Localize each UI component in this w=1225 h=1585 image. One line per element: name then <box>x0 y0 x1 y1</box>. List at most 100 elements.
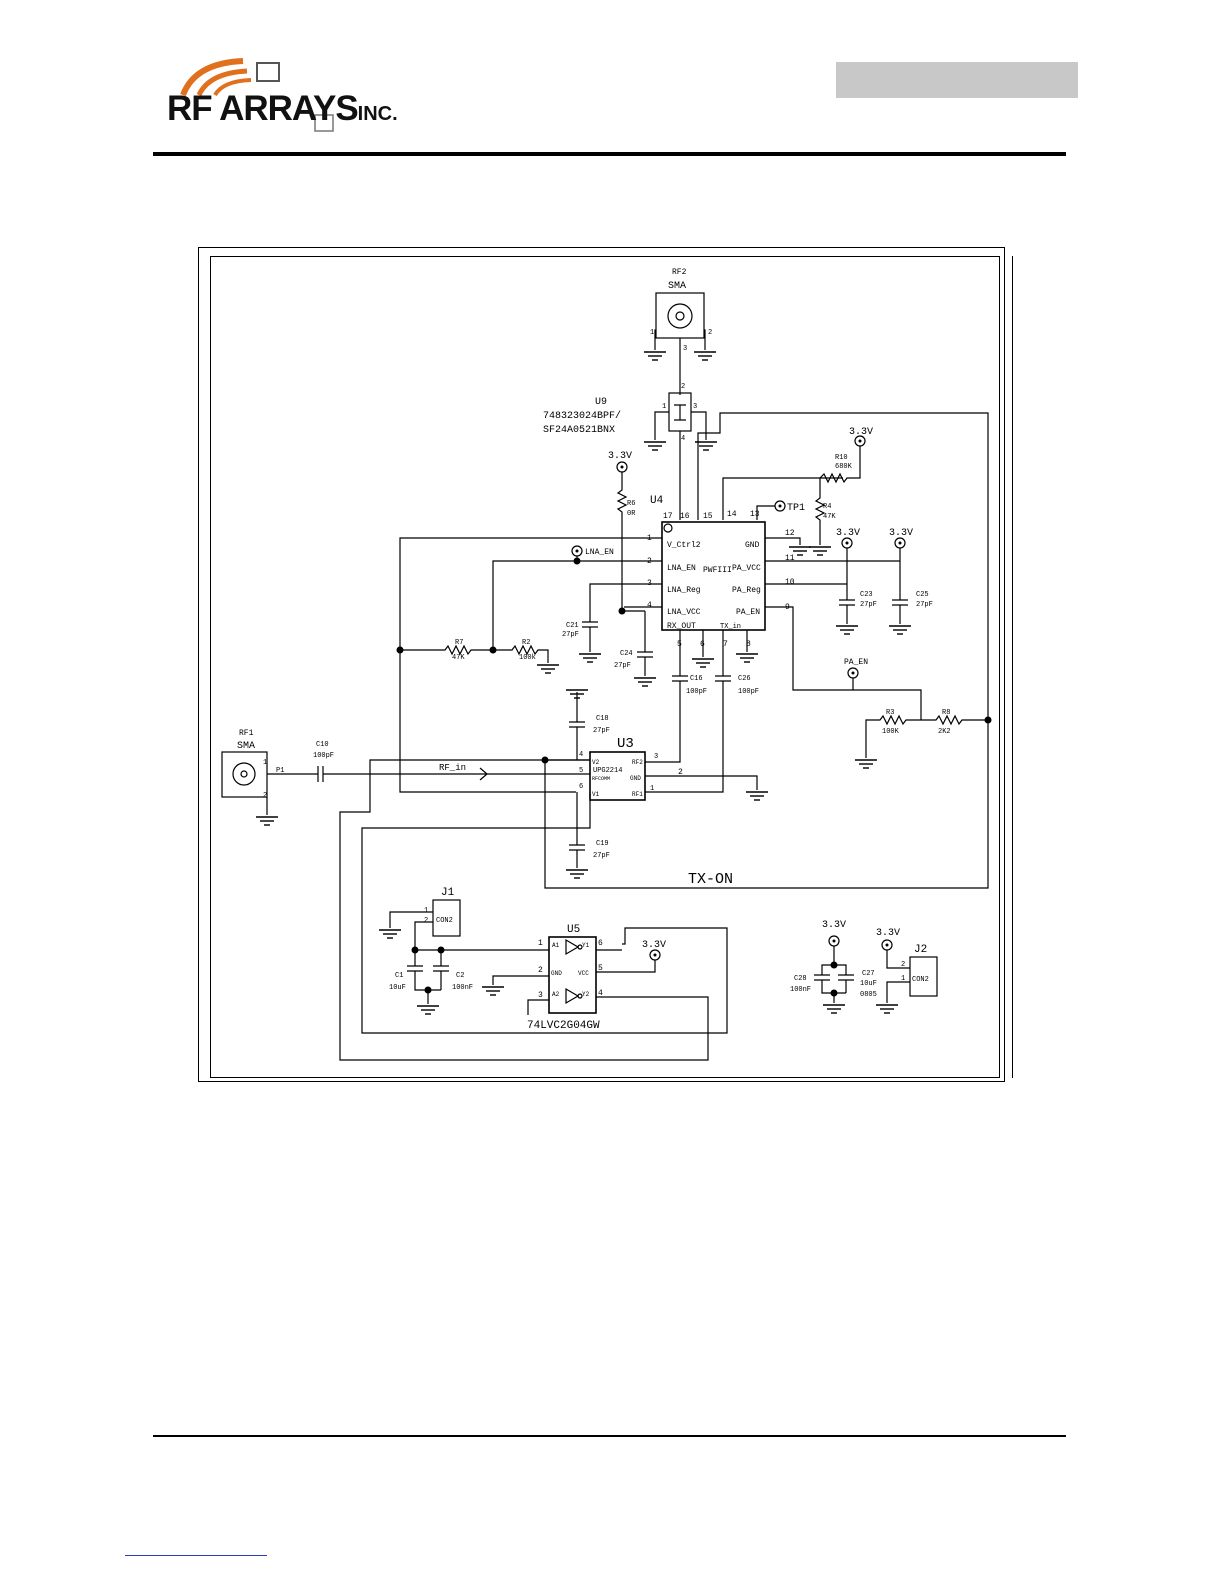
c24-capacitor: C24 27pF <box>614 611 657 687</box>
svg-text:SF24A0521BNX: SF24A0521BNX <box>543 425 615 436</box>
c1-capacitor: C1 10uF <box>389 950 441 992</box>
svg-text:C28: C28 <box>794 975 807 983</box>
svg-text:13: 13 <box>750 510 760 519</box>
r4-resistor: R4 47K <box>808 478 836 556</box>
svg-text:R10: R10 <box>835 454 848 462</box>
c19-capacitor: C19 27pF <box>565 792 610 879</box>
c16-capacitor: C16 100pF <box>645 630 707 763</box>
svg-text:2: 2 <box>901 961 905 969</box>
svg-text:4: 4 <box>681 435 685 443</box>
svg-text:R4: R4 <box>823 503 831 511</box>
c28-capacitor: C28 100nF <box>790 975 811 994</box>
company-logo: RF ARRAYSINC. <box>165 55 398 140</box>
footer-rule <box>153 1435 1066 1437</box>
svg-text:RFCOMM: RFCOMM <box>592 776 610 782</box>
svg-text:C26: C26 <box>738 675 751 683</box>
svg-text:3: 3 <box>683 345 687 353</box>
svg-text:V_Ctrl2: V_Ctrl2 <box>667 541 701 550</box>
footer-link-underline[interactable] <box>125 1555 267 1556</box>
svg-text:PA_VCC: PA_VCC <box>732 564 761 573</box>
logo-text: RF ARRAYSINC. <box>167 89 398 128</box>
svg-text:0R: 0R <box>627 510 636 518</box>
svg-text:10uF: 10uF <box>860 980 877 988</box>
svg-text:C18: C18 <box>596 715 609 723</box>
svg-text:11: 11 <box>785 554 795 563</box>
svg-text:14: 14 <box>727 510 737 519</box>
svg-text:R3: R3 <box>886 709 894 717</box>
svg-text:U4: U4 <box>650 495 664 507</box>
svg-text:TP1: TP1 <box>787 503 805 514</box>
u9-filter: U9 748323024BPF/ SF24A0521BNX 2 1 3 4 <box>543 383 697 443</box>
svg-text:2: 2 <box>678 768 683 777</box>
svg-text:U3: U3 <box>617 736 634 752</box>
svg-text:R6: R6 <box>627 500 635 508</box>
svg-text:TX_in: TX_in <box>720 623 741 631</box>
svg-text:27pF: 27pF <box>614 662 631 670</box>
svg-text:3.3V: 3.3V <box>849 427 873 438</box>
svg-text:1: 1 <box>424 907 428 915</box>
svg-text:27pF: 27pF <box>916 601 933 609</box>
svg-text:74LVC2G04GW: 74LVC2G04GW <box>527 1020 600 1032</box>
svg-text:A1: A1 <box>552 942 560 949</box>
svg-text:GND: GND <box>630 775 641 782</box>
svg-text:17: 17 <box>663 512 673 521</box>
svg-text:3: 3 <box>693 403 697 411</box>
svg-text:R7: R7 <box>455 639 463 647</box>
schematic-frame-inner <box>210 256 1000 1078</box>
svg-text:27pF: 27pF <box>562 631 579 639</box>
svg-text:LNA_EN: LNA_EN <box>667 564 696 573</box>
svg-text:100K: 100K <box>882 728 900 736</box>
svg-text:U9: U9 <box>595 397 607 408</box>
svg-text:6: 6 <box>579 783 583 791</box>
svg-text:3.3V: 3.3V <box>608 451 632 462</box>
svg-text:P1: P1 <box>276 767 284 775</box>
header-rule <box>153 152 1066 156</box>
svg-text:RF1: RF1 <box>632 791 643 798</box>
svg-text:100nF: 100nF <box>790 986 811 994</box>
svg-text:A2: A2 <box>552 991 560 998</box>
svg-text:100nF: 100nF <box>452 984 473 992</box>
svg-text:10uF: 10uF <box>389 984 406 992</box>
svg-text:5: 5 <box>598 964 603 973</box>
svg-text:PA_EN: PA_EN <box>736 608 760 617</box>
svg-text:R8: R8 <box>942 709 950 717</box>
svg-text:3.3V: 3.3V <box>642 940 666 951</box>
svg-text:RX_OUT: RX_OUT <box>667 622 696 631</box>
svg-text:1: 1 <box>901 975 905 983</box>
rf2-connector: RF2 SMA 1 2 3 <box>650 268 712 353</box>
svg-text:27pF: 27pF <box>860 601 877 609</box>
r3-resistor: R3 100K <box>854 709 921 769</box>
svg-text:C16: C16 <box>690 675 703 683</box>
svg-text:GND: GND <box>745 541 760 550</box>
svg-text:C23: C23 <box>860 591 873 599</box>
svg-text:6: 6 <box>598 939 603 948</box>
svg-text:16: 16 <box>680 512 690 521</box>
j1-header: J1 CON2 1 2 <box>424 887 461 937</box>
svg-text:3: 3 <box>654 753 658 761</box>
svg-text:7: 7 <box>723 640 728 649</box>
svg-text:15: 15 <box>703 512 713 521</box>
svg-text:3.3V: 3.3V <box>822 920 846 931</box>
svg-text:27pF: 27pF <box>593 727 610 735</box>
svg-text:C1: C1 <box>395 972 403 980</box>
svg-text:3.3V: 3.3V <box>836 528 860 539</box>
svg-text:UPG2214: UPG2214 <box>593 767 622 775</box>
svg-text:C10: C10 <box>316 741 329 749</box>
svg-text:3.3V: 3.3V <box>889 528 913 539</box>
svg-text:1: 1 <box>650 785 654 793</box>
r10-resistor: R10 680K <box>819 446 861 484</box>
svg-text:100pF: 100pF <box>313 752 334 760</box>
svg-text:2: 2 <box>424 917 428 925</box>
svg-text:Y1: Y1 <box>582 942 590 949</box>
svg-text:RF2: RF2 <box>632 759 643 766</box>
u4-frontend-ic: U4 PWFIII V_Ctrl2 LNA_EN LNA_Reg LNA_VCC… <box>647 495 795 649</box>
svg-text:PA_Reg: PA_Reg <box>732 586 761 595</box>
svg-text:4: 4 <box>647 601 652 610</box>
svg-text:10: 10 <box>785 578 795 587</box>
svg-text:SMA: SMA <box>237 741 255 752</box>
c26-capacitor: C26 100pF <box>645 630 759 793</box>
svg-text:3.3V: 3.3V <box>876 928 900 939</box>
svg-text:VCC: VCC <box>578 970 589 977</box>
svg-text:47K: 47K <box>452 654 465 662</box>
